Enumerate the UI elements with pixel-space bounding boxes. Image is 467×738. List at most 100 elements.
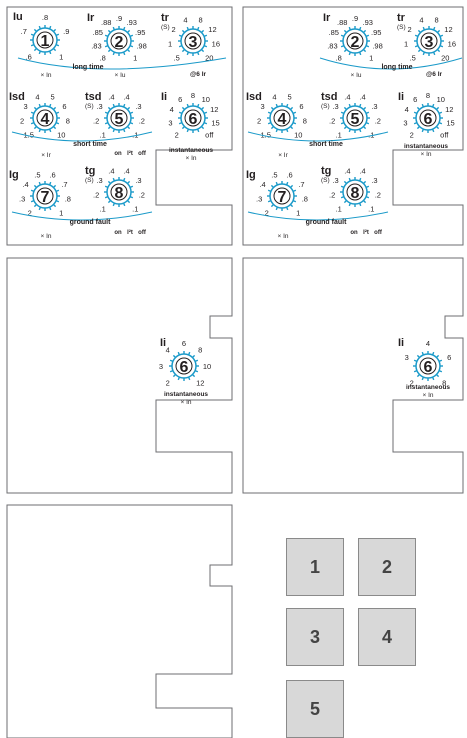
dial-name: Ii bbox=[398, 337, 404, 349]
dial-tick-label: .8 bbox=[302, 195, 308, 204]
x-ir-label: × Ir bbox=[41, 152, 51, 159]
dial-tick-label: 2 bbox=[257, 117, 261, 126]
dial-tick-label: 4 bbox=[166, 346, 170, 355]
dial-tick-label: 15 bbox=[446, 118, 454, 127]
i2t-label-3: I²t bbox=[363, 229, 369, 236]
button-1[interactable]: 1 bbox=[286, 538, 344, 596]
dial-inner bbox=[110, 183, 128, 201]
dial-name: Ii bbox=[160, 337, 166, 349]
i2t-label-2: I²t bbox=[127, 229, 133, 236]
dial-tick-label: 3 bbox=[168, 118, 172, 127]
dial-tick-label: .6 bbox=[286, 170, 292, 179]
dial-tick-label: .83 bbox=[91, 41, 101, 50]
dial-tick-label: 3 bbox=[405, 353, 409, 362]
x-in-label-7: × In bbox=[422, 392, 433, 399]
short-time-label: short time bbox=[73, 141, 107, 148]
panel-outline-3 bbox=[6, 257, 233, 494]
at-6-ir-label: @6 Ir bbox=[190, 71, 207, 78]
dial-tick-label: .2 bbox=[93, 191, 99, 200]
dial-tick-label: .2 bbox=[26, 208, 32, 217]
dial-sub: (S) bbox=[85, 103, 94, 110]
dial-tick-label: .4 bbox=[344, 166, 350, 175]
dial-inner bbox=[36, 109, 54, 127]
dial-tick-label: .5 bbox=[174, 53, 180, 62]
dial-inner bbox=[110, 32, 128, 50]
long-time-label: long time bbox=[72, 64, 103, 71]
dial-name: tsd bbox=[85, 91, 102, 103]
dial-name: Ii bbox=[161, 91, 167, 103]
dial-number: 6 bbox=[424, 111, 433, 128]
dial-tick-label: .98 bbox=[372, 41, 382, 50]
dial-number: 6 bbox=[180, 359, 189, 376]
dial-tick-label: .6 bbox=[26, 52, 32, 61]
dial-number: 8 bbox=[115, 185, 124, 202]
dial-tick-label: 4 bbox=[419, 15, 423, 24]
dial-inner bbox=[184, 32, 202, 50]
dial-tick-label: .88 bbox=[101, 18, 111, 27]
dial-tick-label: 8 bbox=[426, 91, 430, 100]
dial-tick-label: .2 bbox=[93, 117, 99, 126]
dial-tick-label: .3 bbox=[135, 102, 141, 111]
dial-tick-label: 4 bbox=[170, 105, 174, 114]
x-iu-label: × Iu bbox=[114, 72, 125, 79]
on-label-3: on bbox=[350, 230, 358, 236]
dial-tick-label: 16 bbox=[212, 40, 220, 49]
dial-tick-label: 8 bbox=[198, 346, 202, 355]
dial-tick-label: 8 bbox=[303, 117, 307, 126]
dial-tick-label: 6 bbox=[178, 95, 182, 104]
button-3[interactable]: 3 bbox=[286, 608, 344, 666]
dial-tick-label: .3 bbox=[332, 102, 338, 111]
dial-name: tg bbox=[85, 165, 95, 177]
dial-tick-label: 10 bbox=[203, 362, 211, 371]
at-6-ir-label-2: @6 Ir bbox=[426, 71, 443, 78]
dial-tick-label: 3 bbox=[260, 102, 264, 111]
dial-tick-label: 1 bbox=[369, 53, 373, 62]
on-label: on bbox=[114, 151, 122, 157]
panel-outline-2 bbox=[242, 6, 464, 246]
button-5[interactable]: 5 bbox=[286, 680, 344, 738]
dial-tick-label: 1 bbox=[404, 40, 408, 49]
dial-tick-label: .1 bbox=[336, 130, 342, 139]
x-iu-label-2: × Iu bbox=[350, 72, 361, 79]
dial-tick-label: .3 bbox=[135, 176, 141, 185]
dial-tg-8: 8.1.2.3.4.4.3.2.1tg(S) bbox=[321, 165, 381, 213]
dial-tick-label: .4 bbox=[359, 166, 365, 175]
dial-tick-label: 1.5 bbox=[261, 130, 271, 139]
panel-outline-5 bbox=[6, 504, 233, 738]
dial-name: Ir bbox=[323, 12, 331, 24]
on-label-2: on bbox=[114, 230, 122, 236]
dial-number: 7 bbox=[278, 189, 287, 206]
dial-tick-label: .4 bbox=[344, 92, 350, 101]
dial-tick-label: off bbox=[440, 130, 449, 139]
dial-tick-label: 4 bbox=[272, 92, 276, 101]
dial-tick-label: .6 bbox=[49, 170, 55, 179]
dial-tick-label: .5 bbox=[34, 170, 40, 179]
dial-inner bbox=[419, 357, 437, 375]
dial-tick-label: 2 bbox=[410, 130, 414, 139]
dial-sub: (S) bbox=[161, 24, 170, 31]
dial-number: 5 bbox=[351, 111, 360, 128]
dial-tick-label: 4 bbox=[405, 105, 409, 114]
dial-tick-label: .7 bbox=[61, 180, 67, 189]
dial-tick-label: .1 bbox=[100, 204, 106, 213]
dial-name: tg bbox=[321, 165, 331, 177]
dial-tick-label: .8 bbox=[100, 53, 106, 62]
button-2[interactable]: 2 bbox=[358, 538, 416, 596]
dial-tick-label: .83 bbox=[327, 41, 337, 50]
dial-tick-label: .95 bbox=[135, 28, 145, 37]
dial-inner bbox=[184, 109, 202, 127]
dial-name: Ig bbox=[246, 169, 256, 181]
dial-tick-label: 8 bbox=[435, 15, 439, 24]
x-in-label-3: × In bbox=[40, 233, 51, 240]
dial-tick-label: 1 bbox=[59, 208, 63, 217]
dial-tick-label: 15 bbox=[211, 118, 219, 127]
dial-tick-label: .8 bbox=[42, 13, 48, 22]
button-4[interactable]: 4 bbox=[358, 608, 416, 666]
dial-name: Ir bbox=[87, 12, 95, 24]
